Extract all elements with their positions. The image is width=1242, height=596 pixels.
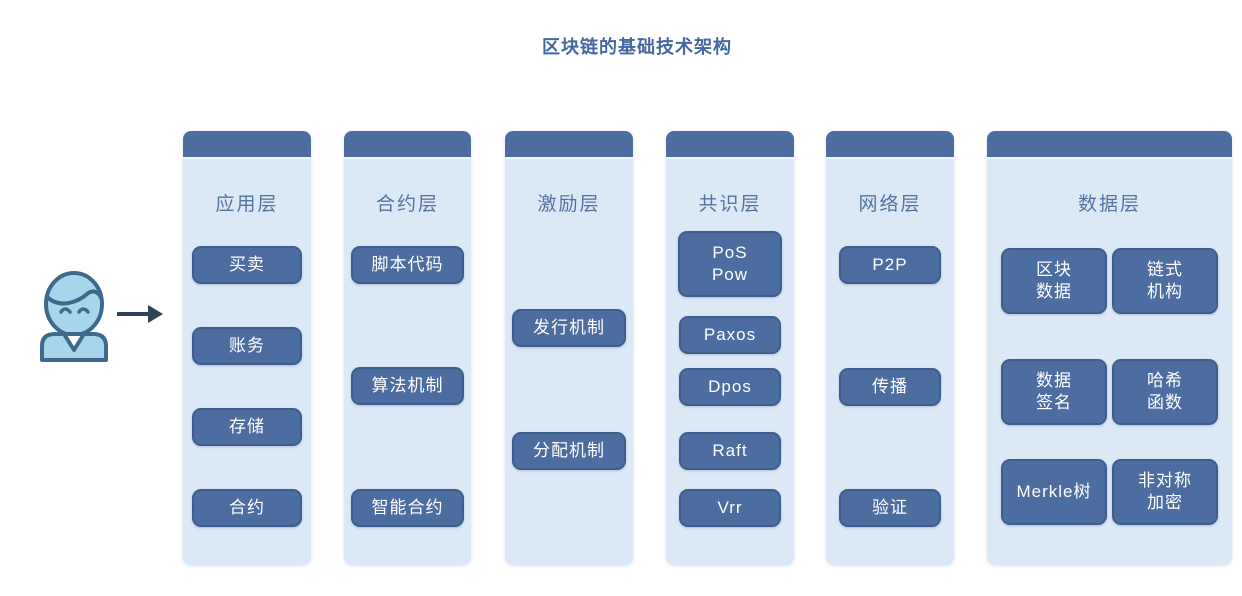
layer-item: 传播 [839,368,941,406]
layer-item: 存储 [192,408,302,446]
layer-column-application: 应用层 买卖 账务 存储 合约 [183,131,311,565]
layer-item: 合约 [192,489,302,527]
layer-column-data: 数据层 区块 数据 链式 机构 数据 签名 哈希 函数 Merkle树 非对称 … [987,131,1232,565]
layer-item: 哈希 函数 [1112,359,1218,425]
layer-item: 链式 机构 [1112,248,1218,314]
column-header-bar [666,131,794,159]
layer-item: 分配机制 [512,432,626,470]
layer-column-network: 网络层 P2P 传播 验证 [826,131,954,565]
layer-item: Raft [679,432,781,470]
column-header-bar [344,131,471,159]
user-icon [40,271,108,362]
layer-label: 共识层 [698,194,762,215]
layer-item: 非对称 加密 [1112,459,1218,525]
layer-item: 账务 [192,327,302,365]
layer-item: PoS Pow [678,231,782,297]
layer-label: 数据层 [1077,194,1141,215]
layer-item: 脚本代码 [351,246,464,284]
column-header-bar [987,131,1232,159]
column-header-bar [505,131,633,159]
layer-label: 激励层 [537,194,601,215]
layer-item: 算法机制 [351,367,464,405]
layer-item: 买卖 [192,246,302,284]
layer-item: 智能合约 [351,489,464,527]
diagram-title: 区块链的基础技术架构 [542,37,732,57]
layer-item: 验证 [839,489,941,527]
layer-item: P2P [839,246,941,284]
layer-label: 应用层 [215,194,279,215]
layer-label: 网络层 [858,194,922,215]
layer-label: 合约层 [375,194,439,215]
layer-item: Merkle树 [1001,459,1107,525]
column-header-bar [183,131,311,159]
layer-column-contract: 合约层 脚本代码 算法机制 智能合约 [344,131,471,565]
layer-item: 数据 签名 [1001,359,1107,425]
layer-item: Vrr [679,489,781,527]
layer-item: 发行机制 [512,309,626,347]
layer-item: Dpos [679,368,781,406]
right-arrow-icon [117,305,163,323]
layer-column-incentive: 激励层 发行机制 分配机制 [505,131,633,565]
layer-item: 区块 数据 [1001,248,1107,314]
layer-item: Paxos [679,316,781,354]
column-header-bar [826,131,954,159]
layer-column-consensus: 共识层 PoS Pow Paxos Dpos Raft Vrr [666,131,794,565]
